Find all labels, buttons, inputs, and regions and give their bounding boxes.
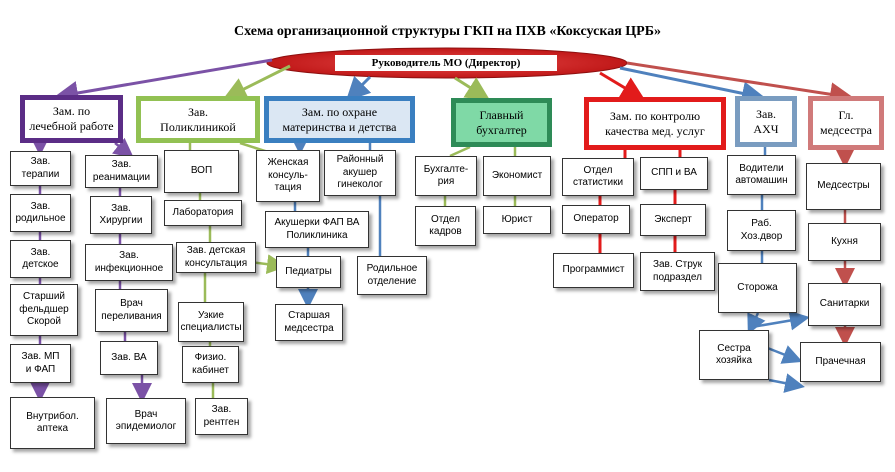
box-midwives: Акушерки ФАП ВА Поликлиника [265,211,369,248]
box-maternity-ward: Зав. родильное [10,194,71,232]
box-pediatricians: Педиатры [276,256,341,288]
box-guards: Сторожа [718,263,797,313]
box-kitchen: Кухня [808,223,881,261]
head-polyclinic: Зав. Поликлиникой [136,96,260,143]
diagram-title: Схема организационной структуры ГКП на П… [234,24,661,39]
head-nurse: Гл. медсестра [808,96,884,150]
box-statistics: Отдел статистики [562,158,634,196]
box-maternity-dept: Родильное отделение [357,256,427,295]
director-label: Руководитель МО (Директор) [335,55,557,71]
box-nurses: Медсестры [806,163,881,210]
box-feldsher: Старший фельдшер Скорой [10,284,78,336]
head-maternity: Зам. по охране материнства и детства [264,96,415,143]
box-expert: Эксперт [640,204,706,236]
box-child-consult: Зав. детская консультация [176,242,256,273]
box-children: Зав. детское [10,240,71,278]
box-surgery: Зав. Хирургии [90,196,152,234]
head-medical: Зам. по лечебной работе [20,95,123,143]
box-drivers: Водители автомашин [727,155,796,195]
box-infection: Зав. инфекционное [85,244,173,281]
head-accountant: Главный бухгалтер [451,98,552,147]
box-housekeeper: Сестра хозяйка [699,330,769,380]
box-yard-workers: Раб. Хоз.двор [727,210,796,251]
box-reanimation: Зав. реанимации [85,155,158,188]
box-personnel: Отдел кадров [415,206,476,246]
box-epidemiologist: Врач эпидемиолог [106,398,186,444]
box-vop: ВОП [164,150,239,193]
box-xray: Зав. рентген [195,398,248,435]
box-orderlies: Санитарки [808,283,881,326]
box-therapy: Зав. терапии [10,151,71,186]
box-lawyer: Юрист [483,206,551,234]
box-senior-nurse: Старшая медсестра [275,304,343,341]
box-laboratory: Лаборатория [164,200,242,226]
box-bookkeeping: Бухгалте- рия [415,156,477,196]
box-pharmacy: Внутрибол. аптека [10,397,95,449]
box-specialists: Узкие специалисты [178,302,244,342]
box-physio: Физио. кабинет [182,346,239,383]
box-district-obgyn: Районный акушер гинеколог [324,150,396,196]
box-struct-head: Зав. Струк подраздел [640,252,715,291]
box-transfusion: Врач переливания [95,289,168,332]
box-laundry: Прачечная [800,342,881,382]
box-mp-fap: Зав. МП и ФАП [10,344,71,383]
box-va: Зав. ВА [100,341,158,375]
box-womens-consult: Женская консуль- тация [256,150,320,202]
box-economist: Экономист [483,156,551,196]
head-ahc: Зав. АХЧ [735,96,797,147]
head-quality: Зам. по контролю качества мед. услуг [584,97,726,150]
box-spp-va: СПП и ВА [640,157,708,190]
box-operator: Оператор [562,205,630,234]
box-programmer: Программист [553,253,634,288]
